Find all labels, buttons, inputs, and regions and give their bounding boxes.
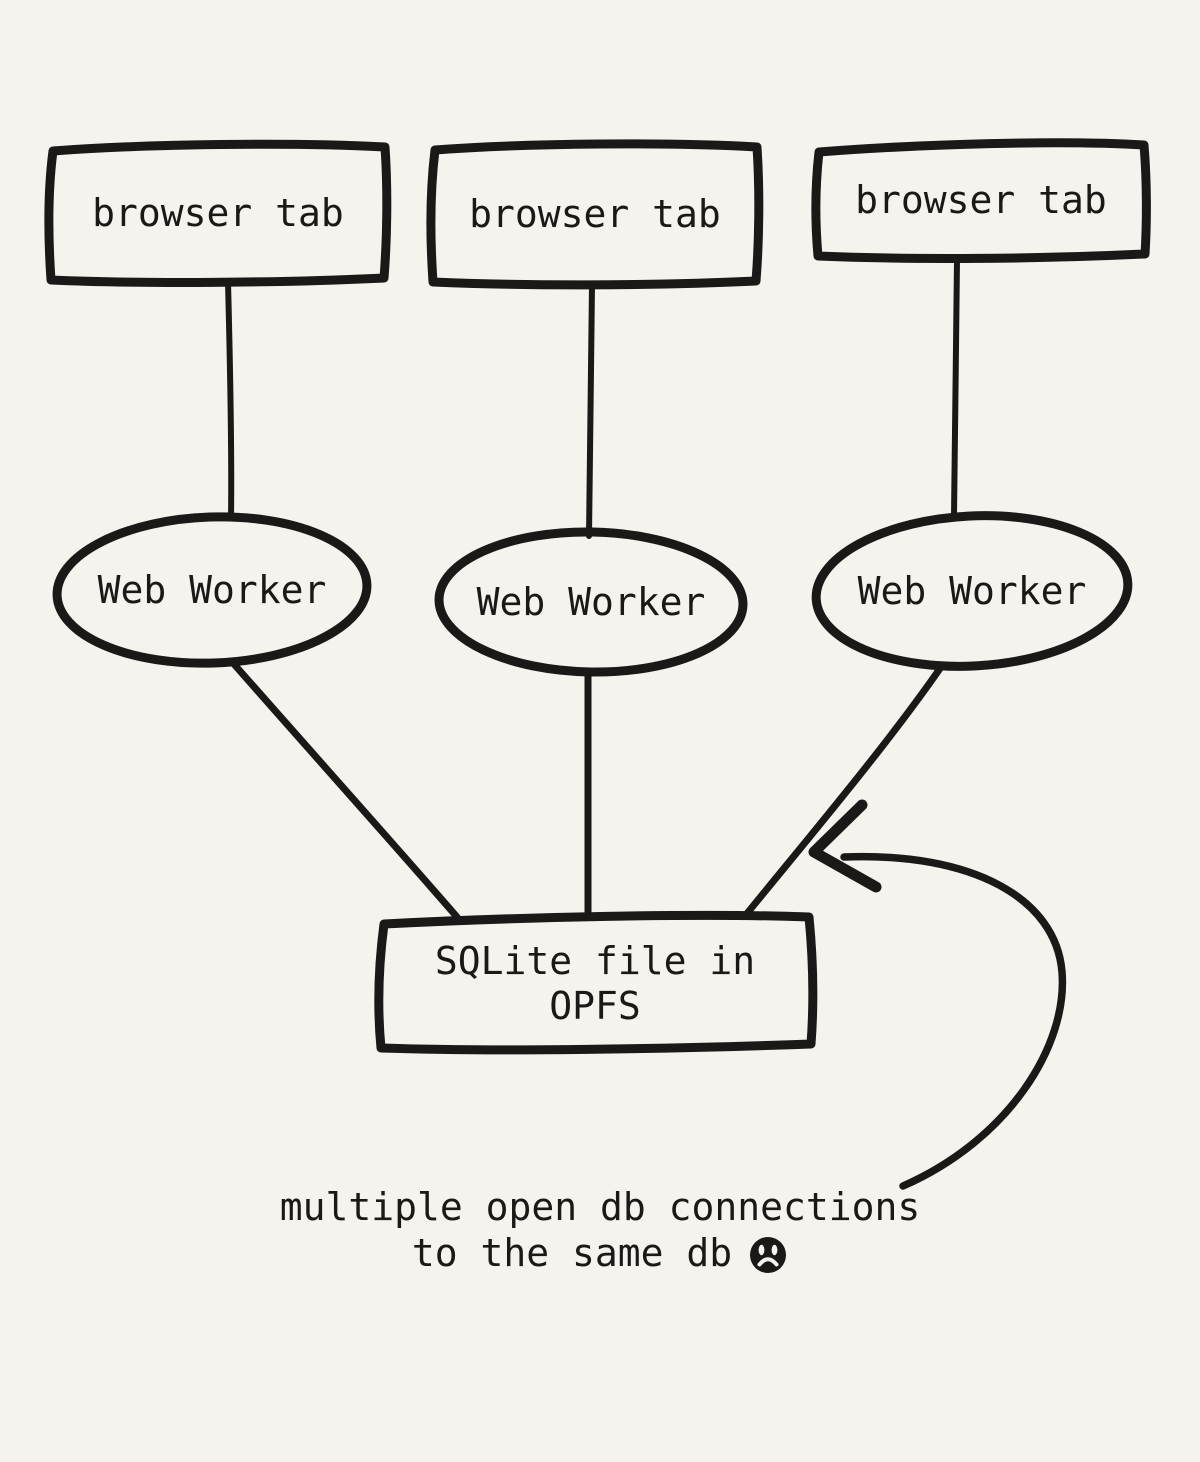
browser-tab-label-1: browser tab [48,144,388,282]
annotation-arrow-curve [840,852,1067,1190]
tab-worker-connector-3 [951,256,960,519]
web-worker-label-1-text: Web Worker [97,567,327,612]
web-worker-ellipse-3 [811,511,1133,671]
sqlite-label: SQLite file in OPFS [395,918,795,1050]
caption-line-1: multiple open db connections [280,1184,921,1230]
browser-tab-box-1 [44,139,392,287]
web-worker-label-3-text: Web Worker [857,568,1087,613]
web-worker-label-3: Web Worker [816,516,1128,666]
tab-worker-connector-2 [586,282,595,539]
browser-tab-label-1-text: browser tab [92,190,344,235]
tab-worker-connector-1 [225,279,235,521]
web-worker-label-2-text: Web Worker [476,579,706,624]
browser-tab-label-2: browser tab [430,143,760,285]
web-worker-ellipse-1 [52,512,372,668]
browser-tab-label-3-text: browser tab [855,177,1107,222]
caption-line-1-text: multiple open db connections [279,1185,921,1229]
caption-line-2: to the same db [412,1230,788,1276]
caption-line-2-text: to the same db [411,1231,733,1275]
browser-tab-label-3: browser tab [814,141,1148,259]
browser-tab-box-2 [426,139,764,290]
web-worker-label-1: Web Worker [62,517,362,663]
sqlite-box [374,910,818,1055]
worker-sqlite-connector-3 [741,663,945,920]
worker-sqlite-connector-1 [229,659,461,921]
browser-tab-label-2-text: browser tab [469,191,721,236]
sqlite-label-text: SQLite file in OPFS [434,939,779,1028]
annotation-arrow-head [808,799,882,893]
caption: multiple open db connections to the same… [0,1184,1200,1276]
web-worker-label-2: Web Worker [439,532,743,672]
frowning-face-icon [750,1237,787,1273]
browser-tab-box-3 [811,138,1151,263]
